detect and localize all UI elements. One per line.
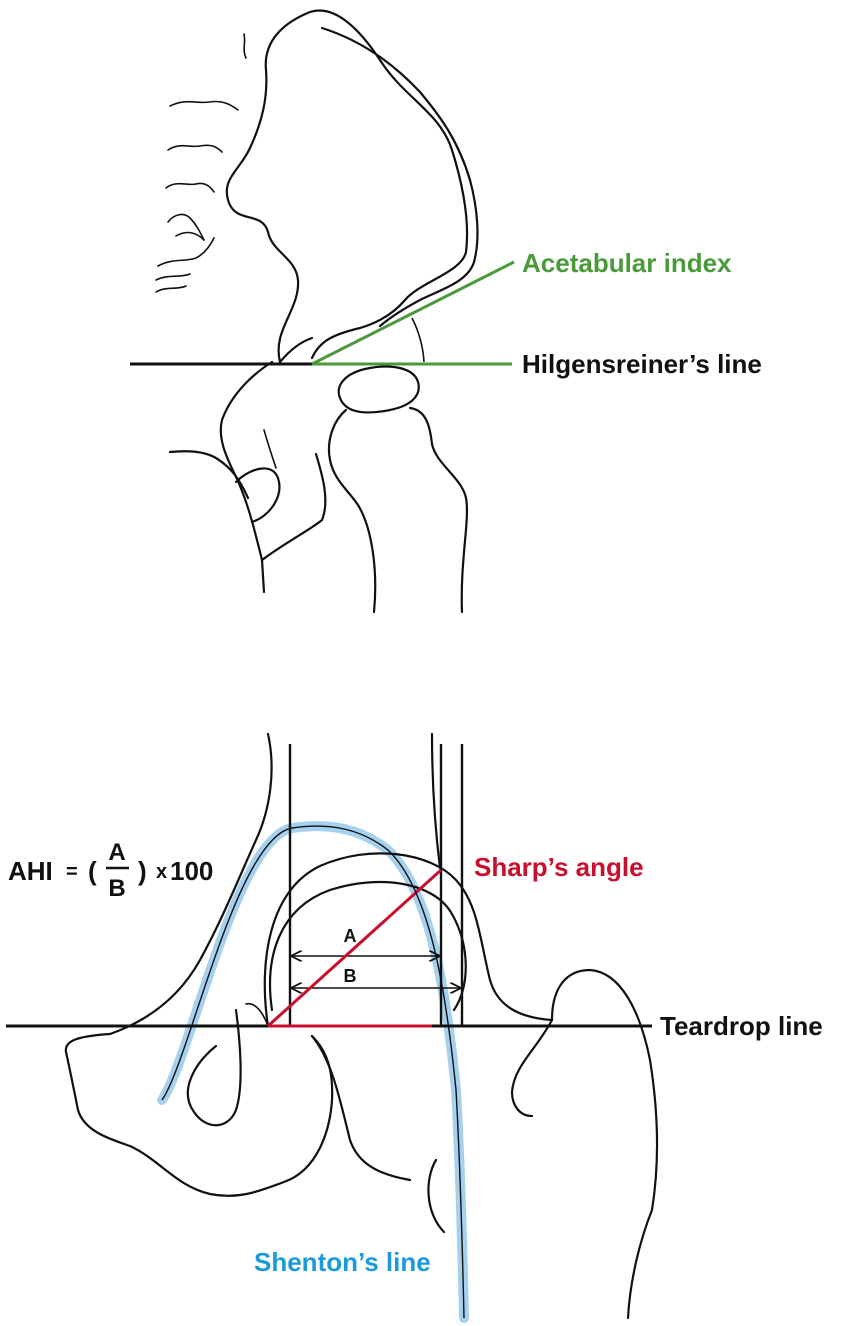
arrow-b-label: B: [344, 966, 357, 986]
ahi-formula: AHI = ( A B ) x 100: [8, 839, 213, 902]
iliac-crest-tick: [244, 34, 246, 58]
lesser-trochanter: [428, 1160, 444, 1232]
hilgenreiner-label: Hilgensreiner’s line: [522, 349, 762, 379]
ischial-ramus: [170, 451, 248, 498]
formula-denominator: B: [108, 875, 125, 902]
top-pelvis-outline: [156, 11, 477, 612]
iliac-crest-inner: [322, 28, 477, 326]
acetabular-index-label: Acetabular index: [522, 248, 732, 278]
arrow-a-label: A: [344, 926, 357, 946]
teardrop-label: Teardrop line: [660, 1011, 823, 1041]
acetabular-angle-arc: [412, 318, 424, 362]
acetabular-roof: [280, 338, 312, 362]
trochanter-inner: [512, 1020, 552, 1116]
sacrum-line-3: [166, 183, 214, 192]
sacrum-line-1: [170, 101, 238, 110]
sacrum-line-2: [168, 145, 222, 152]
formula-equals: =: [66, 861, 78, 883]
formula-open-paren: (: [88, 856, 97, 886]
formula-numerator: A: [108, 839, 125, 866]
sharps-angle-label: Sharp’s angle: [474, 852, 644, 882]
femoral-shaft-medial: [329, 410, 375, 612]
sacrum-line-6: [158, 238, 214, 266]
sacrum-line-8: [156, 286, 186, 292]
femoral-shaft-lateral: [410, 408, 467, 612]
pubic-ramus: [66, 1034, 332, 1196]
femoral-shaft-lateral-lower: [628, 1210, 652, 1318]
greater-trochanter: [552, 970, 657, 1210]
formula-times: x: [156, 861, 167, 883]
formula-close-paren: ): [138, 856, 147, 886]
ilium-right-wall: [432, 734, 440, 868]
shenton-label: Shenton’s line: [254, 1247, 431, 1277]
femoral-epiphysis: [339, 367, 419, 413]
shenton-line-center: [162, 826, 464, 1318]
formula-prefix: AHI: [8, 856, 53, 886]
pubic-tick: [264, 430, 276, 468]
formula-factor: 100: [170, 856, 213, 886]
sharps-angle-hypotenuse: [268, 870, 441, 1026]
acetabular-index-line: [312, 262, 514, 364]
sacrum-line-7: [156, 274, 190, 280]
iliac-wing-outline: [227, 11, 467, 362]
